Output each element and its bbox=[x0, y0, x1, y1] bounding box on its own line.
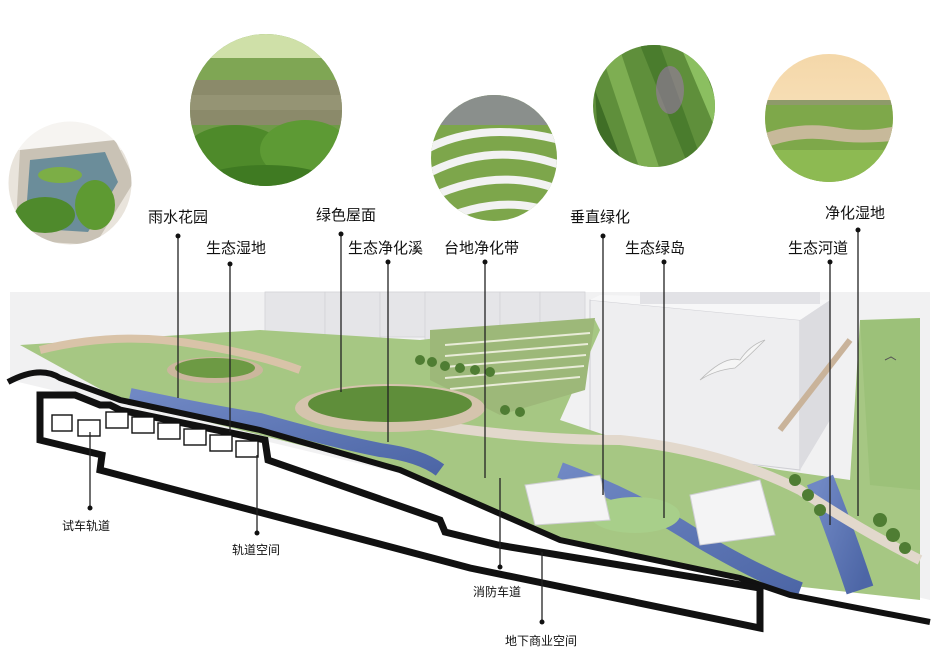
photo-eco-wetland bbox=[190, 34, 342, 186]
photo-terrace-purify bbox=[431, 95, 557, 221]
label-fire-lane: 消防车道 bbox=[473, 584, 521, 599]
small-bird-icon bbox=[884, 356, 897, 361]
lawn-right bbox=[860, 318, 920, 490]
pavilion-right bbox=[689, 479, 776, 546]
track-space-cells bbox=[51, 411, 259, 458]
trees bbox=[415, 355, 911, 554]
bird-icon bbox=[699, 339, 766, 381]
green-island bbox=[590, 497, 680, 533]
label-underground-commercial: 地下商业空间 bbox=[505, 633, 577, 648]
label-vertical-greening: 垂直绿化 bbox=[570, 208, 630, 226]
label-terrace-purify-belt: 台地净化带 bbox=[444, 239, 519, 257]
label-test-track: 试车轨道 bbox=[62, 518, 110, 533]
side-path bbox=[777, 338, 853, 432]
label-eco-river: 生态河道 bbox=[788, 239, 848, 257]
photo-vertical-greening bbox=[593, 45, 715, 167]
label-green-roof: 绿色屋面 bbox=[316, 206, 376, 224]
label-purify-wetland: 净化湿地 bbox=[825, 204, 885, 222]
underground-structure bbox=[36, 391, 764, 633]
terrace-stripes bbox=[444, 332, 591, 390]
leaders-bottom bbox=[87, 432, 545, 625]
eco-river-water bbox=[807, 474, 874, 595]
section-ground-line bbox=[6, 369, 931, 625]
photo-rain-garden bbox=[8, 121, 132, 245]
label-eco-purify-stream: 生态净化溪 bbox=[348, 239, 423, 257]
leaders-top bbox=[175, 227, 861, 525]
tower-back-row bbox=[640, 292, 820, 304]
label-rain-garden: 雨水花园 bbox=[148, 208, 208, 226]
label-eco-green-island: 生态绿岛 bbox=[625, 239, 685, 257]
water-channel-left bbox=[128, 388, 445, 476]
elevated-walkway bbox=[399, 415, 923, 565]
photo-rain-garden-frame bbox=[7, 120, 133, 246]
labels-top: 雨水花园 生态湿地 绿色屋面 生态净化溪 台地净化带 垂直绿化 生态绿岛 生态河… bbox=[148, 204, 885, 257]
labels-bottom: 试车轨道 轨道空间 消防车道 地下商业空间 bbox=[62, 518, 577, 648]
walkway-loop bbox=[39, 334, 302, 374]
small-green-roof bbox=[175, 358, 255, 378]
label-track-space: 轨道空间 bbox=[232, 543, 280, 557]
photo-purify-wetland bbox=[765, 54, 893, 182]
green-roof bbox=[308, 386, 472, 422]
pavilion-left bbox=[524, 474, 611, 526]
label-eco-wetland: 生态湿地 bbox=[206, 239, 266, 257]
